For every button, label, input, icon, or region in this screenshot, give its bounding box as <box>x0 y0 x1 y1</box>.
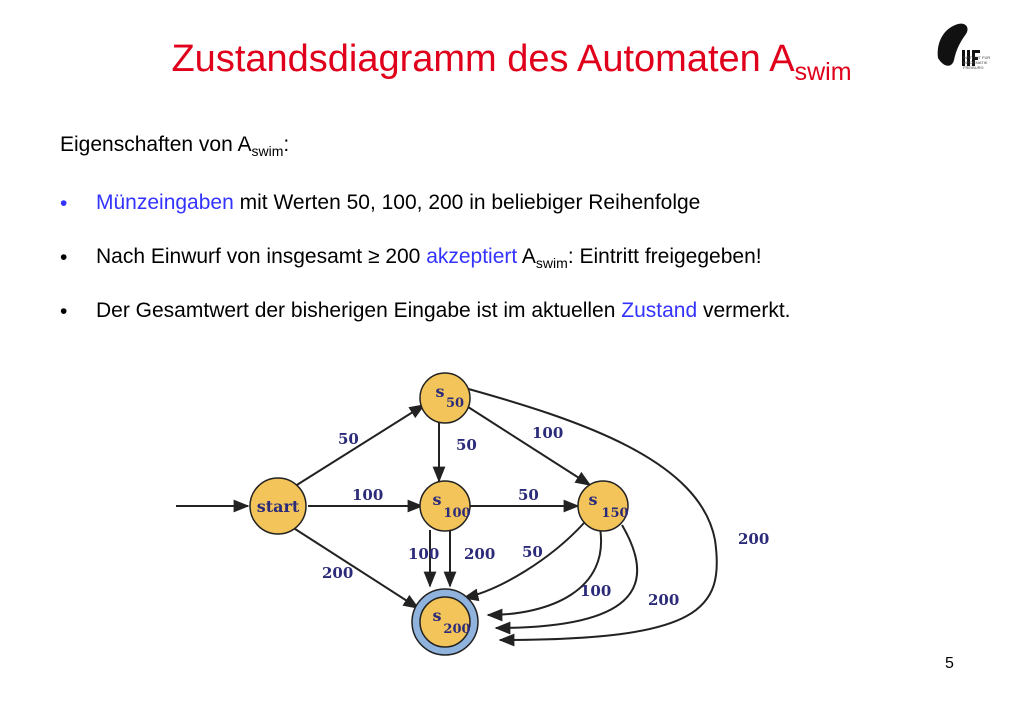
node-s100: s 100 <box>419 480 471 532</box>
svg-text:s: s <box>588 490 597 509</box>
edge-s150-s200-100 <box>486 527 603 622</box>
intro-line: Eigenschaften von Aswim: <box>60 133 290 159</box>
label-start-s50: 50 <box>338 430 359 448</box>
edge-s50-s150 <box>464 404 592 486</box>
svg-text:100: 100 <box>443 506 470 521</box>
title-subscript: swim <box>794 58 852 86</box>
edge-start-s50 <box>291 404 426 489</box>
node-start: start <box>249 477 307 535</box>
svg-text:50: 50 <box>446 396 464 411</box>
svg-text:150: 150 <box>601 506 628 521</box>
term-zustand: Zustand <box>621 299 698 322</box>
node-s50: s 50 <box>419 372 471 424</box>
edges <box>176 387 718 647</box>
label-s50-s100: 50 <box>456 436 477 454</box>
bullet-marker: • <box>60 192 68 215</box>
term-akzeptiert: akzeptiert <box>426 245 518 268</box>
university-logo <box>937 23 980 66</box>
page-number: 5 <box>945 655 954 672</box>
svg-text:200: 200 <box>443 622 470 637</box>
label-s50-s150: 100 <box>532 424 563 442</box>
svg-text:s: s <box>435 382 444 401</box>
bullet-marker: • <box>60 300 68 323</box>
label-s100-s150: 50 <box>518 486 539 504</box>
label-s150-s200-200: 200 <box>648 591 679 609</box>
term-muenzeingaben: Münzeingaben <box>96 191 234 214</box>
node-s150: s 150 <box>577 480 629 532</box>
label-s150-s200-100: 100 <box>580 582 611 600</box>
svg-text:s: s <box>432 606 441 625</box>
slide-title: Zustandsdiagramm des Automaten Aswim <box>0 38 1023 85</box>
label-s150-s200-50: 50 <box>522 543 543 561</box>
node-s200: s 200 <box>411 588 479 656</box>
edge-s150-s200-50 <box>462 522 585 602</box>
bullet-marker: • <box>60 246 68 269</box>
state-diagram: start s 50 s 100 s 150 s 200 50 100 200 … <box>176 372 769 656</box>
label-start-s100: 100 <box>352 486 383 504</box>
logo-caption: INSTITUT FÜR INFORMATIK FREIBURG <box>963 55 991 70</box>
svg-text:start: start <box>257 497 300 516</box>
edge-labels: 50 100 200 50 100 200 50 100 200 50 100 … <box>322 424 769 609</box>
label-s100-s200-100: 100 <box>408 545 439 563</box>
label-s50-s200: 200 <box>738 530 769 548</box>
label-s100-s200-200: 200 <box>464 545 495 563</box>
label-start-s200: 200 <box>322 564 353 582</box>
title-main: Zustandsdiagramm des Automaten A <box>171 38 795 80</box>
edge-s150-s200-200 <box>494 524 639 635</box>
edge-s50-s200 <box>464 387 718 647</box>
edge-start-s200 <box>291 526 420 609</box>
svg-text:s: s <box>432 490 441 509</box>
